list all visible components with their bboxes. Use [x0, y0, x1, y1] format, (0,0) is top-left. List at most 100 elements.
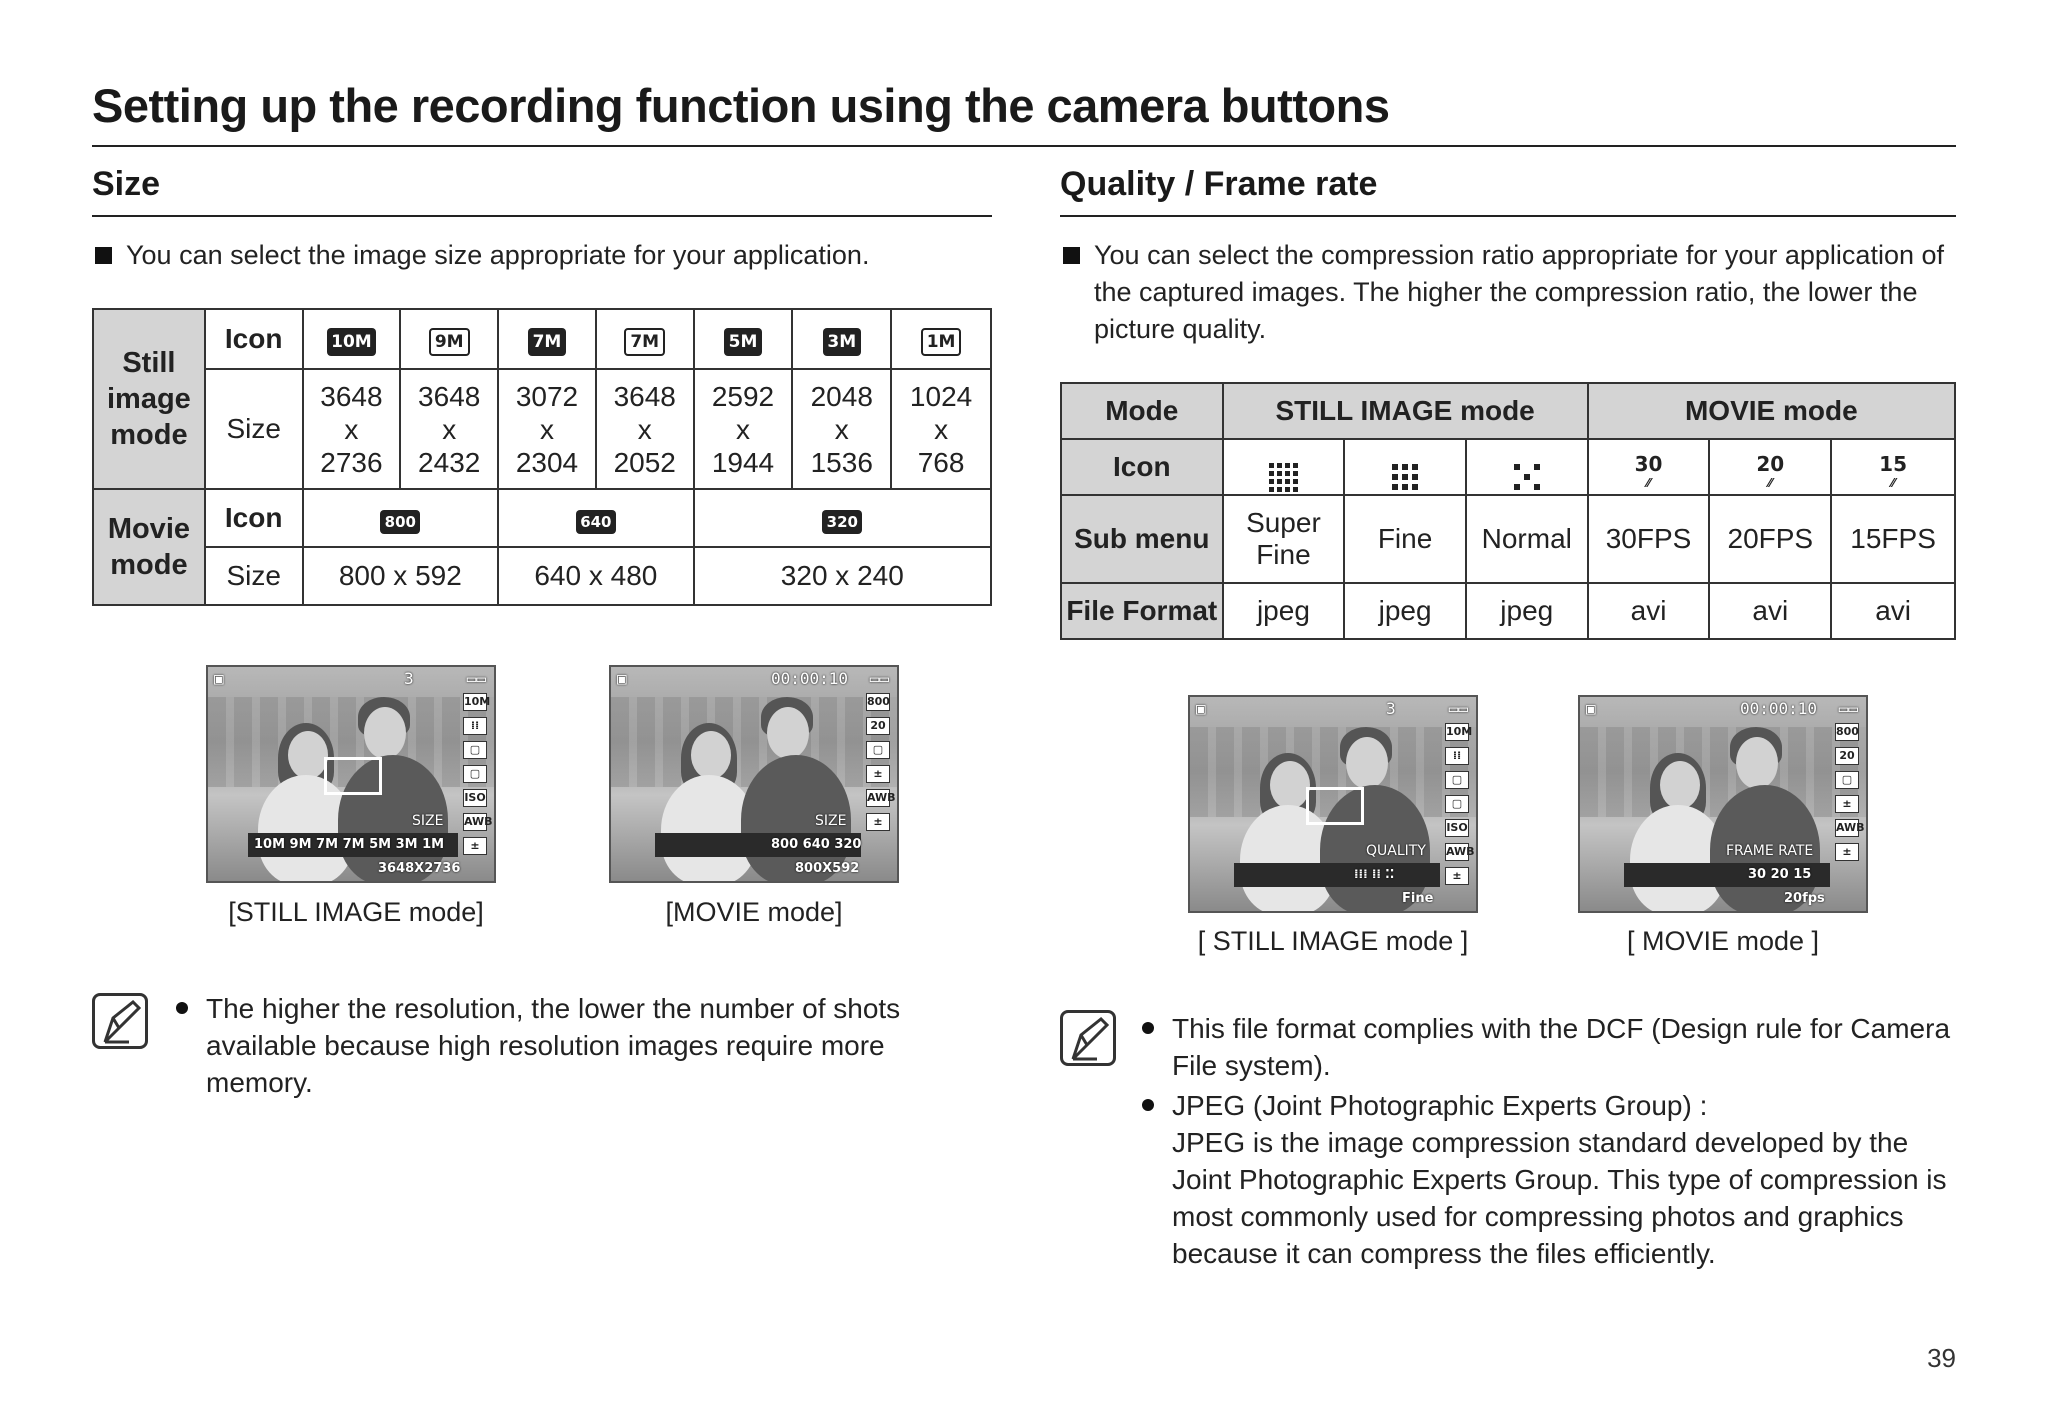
- resolution-icon: 3M: [822, 328, 861, 356]
- resolution-icon: 800: [866, 693, 890, 711]
- movie-size-cell: 800 x 592: [301, 546, 500, 606]
- resolution-icon: 10M: [327, 328, 376, 356]
- fps-icon: 30⁄⁄: [1634, 452, 1663, 490]
- resolution-icon: 800: [1835, 723, 1859, 741]
- size-note-item: The higher the resolution, the lower the…: [174, 990, 994, 1101]
- size-1m-cell: 1M: [890, 308, 992, 370]
- size-9m-cell: 9M: [399, 308, 500, 370]
- battery-icon: ▭▭: [466, 669, 486, 688]
- movie-800-cell: 800: [301, 488, 500, 548]
- size-section-title: Size: [92, 165, 992, 217]
- movie-mode-header: MOVIE mode: [1586, 382, 1957, 440]
- page-title: Setting up the recording function using …: [92, 78, 1956, 147]
- quality-intro-text: You can select the compression ratio app…: [1094, 240, 1944, 344]
- resolution-icon: 800: [380, 510, 421, 534]
- size-note-list: The higher the resolution, the lower the…: [174, 990, 994, 1101]
- resolution-icon: 7M: [624, 328, 666, 356]
- resolution-icon: 640: [575, 510, 616, 534]
- quality-grid-icon: [1392, 463, 1419, 490]
- quality-table: Mode STILL IMAGE mode MOVIE mode Icon: [1060, 382, 1957, 640]
- movie-320-cell: 320: [692, 488, 993, 548]
- submenu-cell: Normal: [1464, 494, 1589, 584]
- still-image-mode-header: STILL IMAGE mode: [1221, 382, 1589, 440]
- camera-mode-icon: ▣: [214, 669, 224, 688]
- camera-hud: ▣ 00:00:10 ▭▭: [617, 669, 889, 688]
- camera-mode-icon: ▣: [1196, 699, 1206, 718]
- page-number: 39: [1927, 1343, 1956, 1373]
- note-pencil-icon: [1060, 1010, 1116, 1066]
- quality-note-item: This file format complies with the DCF (…: [1140, 1010, 1960, 1084]
- resolution-icon: 9M: [428, 328, 470, 356]
- resolution-icon: 5M: [723, 328, 762, 356]
- fps30-icon-cell: 30⁄⁄: [1586, 438, 1711, 496]
- movie-size-caption: [MOVIE mode]: [665, 897, 843, 927]
- mode-header: Mode: [1060, 382, 1224, 440]
- movie-framerate-caption: [ MOVIE mode ]: [1626, 926, 1820, 956]
- size-10m-cell: 10M: [301, 308, 402, 370]
- resolution-icon: 10M: [463, 693, 490, 711]
- quality-grid-icon: ⁞⁞: [1445, 747, 1469, 765]
- quality-grid-icon: ⁞⁞: [463, 717, 487, 735]
- resolution-icon: 7M: [527, 328, 566, 356]
- quality-grid-icon: [1268, 462, 1298, 492]
- size-5m-cell: 5M: [692, 308, 794, 370]
- submenu-cell: Super Fine: [1221, 494, 1346, 584]
- quality-section-title: Quality / Frame rate: [1060, 165, 1956, 217]
- resolution-icon: 320: [822, 510, 863, 534]
- format-cell: avi: [1708, 582, 1833, 640]
- submenu-cell: 30FPS: [1586, 494, 1711, 584]
- format-cell: avi: [1586, 582, 1711, 640]
- bullet-square-icon: [95, 247, 112, 264]
- note-pencil-icon: [92, 993, 148, 1049]
- size-header: Size: [203, 546, 304, 606]
- submenu-cell: Fine: [1343, 494, 1467, 584]
- submenu-cell: 20FPS: [1708, 494, 1833, 584]
- fine-icon-cell: [1343, 438, 1467, 496]
- quality-note-list: This file format complies with the DCF (…: [1140, 1010, 1960, 1272]
- camera-hud: ▣ 00:00:10 ▭▭: [1586, 699, 1858, 718]
- fps-icon: 20: [866, 717, 890, 735]
- battery-icon: ▭▭: [1448, 699, 1468, 718]
- size-7m-wide-cell: 7M: [594, 308, 695, 370]
- movie-size-cell: 320 x 240: [692, 546, 993, 606]
- format-cell: jpeg: [1343, 582, 1467, 640]
- submenu-header: Sub menu: [1060, 494, 1224, 584]
- movie-size-cell: 640 x 480: [497, 546, 695, 606]
- icon-header: Icon: [1060, 438, 1224, 496]
- submenu-cell: 15FPS: [1830, 494, 1956, 584]
- camera-hud: ▣ 3 ▭▭: [1196, 699, 1468, 718]
- quality-section: Quality / Frame rate You can select the …: [1060, 165, 1957, 640]
- still-size-caption: [STILL IMAGE mode]: [228, 897, 484, 927]
- fps15-icon-cell: 15⁄⁄: [1830, 438, 1956, 496]
- battery-icon: ▭▭: [869, 669, 889, 688]
- size-7m-cell: 7M: [497, 308, 597, 370]
- icon-header: Icon: [203, 308, 304, 370]
- camera-mode-icon: ▣: [1586, 699, 1596, 718]
- size-header: Size: [203, 368, 304, 490]
- camera-hud: ▣ 3 ▭▭: [214, 669, 486, 688]
- format-cell: avi: [1830, 582, 1956, 640]
- quality-note-item: JPEG (Joint Photographic Experts Group) …: [1140, 1087, 1960, 1272]
- fps-icon: 20⁄⁄: [1756, 452, 1785, 490]
- super-fine-icon-cell: [1221, 438, 1346, 496]
- size-intro-text: You can select the image size appropriat…: [126, 240, 870, 270]
- size-3m-cell: 3M: [791, 308, 893, 370]
- resolution-icon: 1M: [920, 328, 962, 356]
- movie-mode-label: Movie mode: [92, 488, 206, 606]
- camera-mode-icon: ▣: [617, 669, 627, 688]
- still-image-mode-label: Still image mode: [92, 308, 206, 490]
- format-cell: jpeg: [1221, 582, 1346, 640]
- fps-icon: 15⁄⁄: [1879, 452, 1908, 490]
- fps20-icon-cell: 20⁄⁄: [1708, 438, 1833, 496]
- format-cell: jpeg: [1464, 582, 1589, 640]
- icon-header: Icon: [203, 488, 304, 548]
